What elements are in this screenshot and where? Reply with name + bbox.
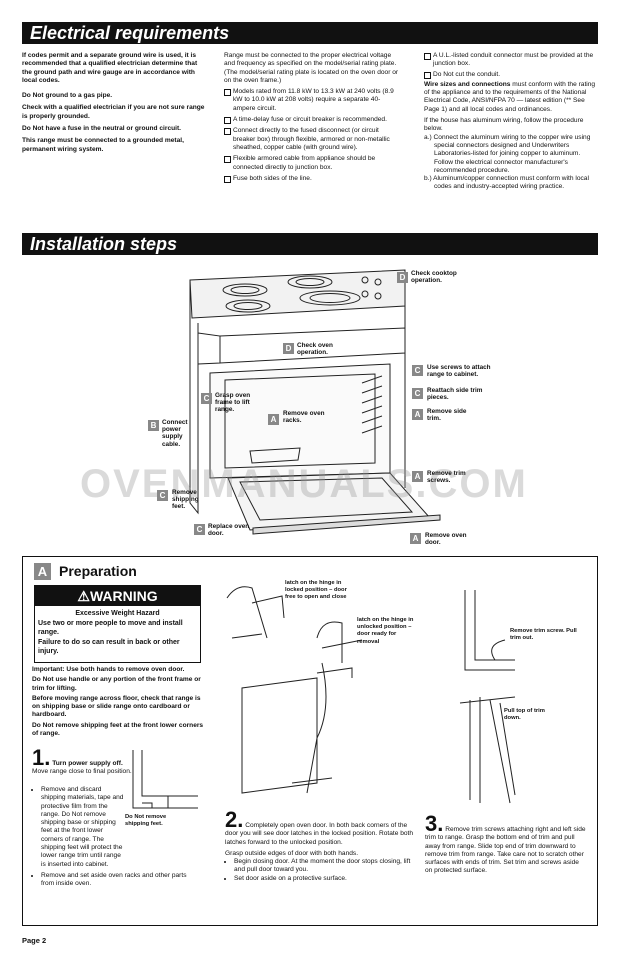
step-1-lead: Turn power supply off. xyxy=(52,760,123,767)
wire-size-text: must conform with the rating of the appl… xyxy=(424,80,596,113)
badge-d: D xyxy=(397,272,408,283)
aluminum-step-a: a.) Connect the aluminum wiring to the c… xyxy=(424,133,591,174)
range-diagram xyxy=(189,269,441,535)
label-check-cooktop: Check cooktop operation. xyxy=(411,270,457,285)
pull-top-label: Pull top of trim down. xyxy=(504,708,545,722)
wire-size-lead: Wire sizes and connections xyxy=(424,80,511,88)
check-item: Do Not cut the conduit. xyxy=(424,71,600,79)
trim-removal-illustrations xyxy=(459,590,516,804)
check-item: Connect directly to the fused disconnect… xyxy=(224,127,402,152)
electrical-title: Electrical requirements xyxy=(30,23,230,43)
badge-c: C xyxy=(412,388,423,399)
badge-a: A xyxy=(410,533,421,544)
warning-triangle-icon: ⚠ xyxy=(77,588,90,604)
badge-c: C xyxy=(201,393,212,404)
step-1: 1. Turn power supply off. Move range clo… xyxy=(32,745,132,777)
label-connect-power: Connect power supply cable. xyxy=(162,419,188,448)
badge-a: A xyxy=(268,414,279,425)
voltage-paragraph: Range must be connected to the proper el… xyxy=(224,52,399,84)
gas-pipe-warning: Do Not ground to a gas pipe. xyxy=(22,92,113,100)
badge-a: A xyxy=(412,471,423,482)
hazard-line-1: Use two or more people to move and insta… xyxy=(38,620,183,636)
step-2-number: 2. xyxy=(225,807,244,832)
badge-c: C xyxy=(194,524,205,535)
step-1-text: Move range close to final position. xyxy=(32,768,132,776)
wiring-paragraph: This range must be connected to a ground… xyxy=(22,137,184,153)
label-replace-oven-door: Replace oven door. xyxy=(208,523,250,538)
step-1-bullets-2: Remove and set aside oven racks and othe… xyxy=(32,872,192,889)
label-check-oven: Check oven operation. xyxy=(297,342,333,357)
callout-shipping-feet: Do Not remove shipping feet. xyxy=(125,814,167,828)
check-item: A U.L.-listed conduit connector must be … xyxy=(424,52,600,69)
important-note: Do Not remove shipping feet at the front… xyxy=(32,721,204,738)
label-remove-side-trim: Remove side trim. xyxy=(427,408,467,423)
label-remove-shipping-feet: Remove shipping feet. xyxy=(172,489,199,511)
check-item: Flexible armored cable from appliance sh… xyxy=(224,155,402,172)
door-latch-illustrations xyxy=(226,586,363,794)
step-2-bullet: Begin closing door. At the moment the do… xyxy=(234,858,415,875)
step-2-text-2: Grasp outside edges of door with both ha… xyxy=(225,849,359,857)
hazard-line-2: Failure to do so can result in back or o… xyxy=(38,639,180,656)
shipping-feet-illustration xyxy=(132,750,198,809)
electrical-col2: Range must be connected to the proper el… xyxy=(224,52,402,184)
label-remove-oven-door: Remove oven door. xyxy=(425,532,467,547)
latch-unlocked-label: latch on the hinge in unlocked position … xyxy=(357,617,414,645)
preparation-title: Preparation xyxy=(59,563,137,579)
ground-paragraph: If codes permit and a separate ground wi… xyxy=(22,52,198,84)
label-reattach-trim: Reattach side trim pieces. xyxy=(427,387,483,402)
electrical-col1: If codes permit and a separate ground wi… xyxy=(22,52,208,154)
step-3: 3. Remove trim screws attaching right an… xyxy=(425,811,587,876)
page-number: Page 2 xyxy=(22,936,47,945)
electrical-col3: A U.L.-listed conduit connector must be … xyxy=(424,52,600,192)
trim-screw-label: Remove trim screw. Pull trim out. xyxy=(510,628,577,642)
step-3-number: 3. xyxy=(425,811,444,836)
hazard-title: Excessive Weight Hazard xyxy=(75,610,160,617)
step-2: 2. Completely open oven door. In both ba… xyxy=(225,807,415,883)
electrical-header: Electrical requirements xyxy=(22,22,598,44)
col2-checklist: Models rated from 11.8 kW to 13.3 kW at … xyxy=(224,88,402,184)
badge-d: D xyxy=(283,343,294,354)
latch-locked-label: latch on the hinge in locked position – … xyxy=(285,580,347,601)
check-item: A time-delay fuse or circuit breaker is … xyxy=(224,116,402,125)
label-use-screws: Use screws to attach range to cabinet. xyxy=(427,364,491,379)
badge-a: A xyxy=(412,409,423,420)
watermark: OVENMANUALS.COM xyxy=(80,462,528,506)
important-note: Important: Use both hands to remove oven… xyxy=(32,666,185,673)
step-3-text: Remove trim screws attaching right and l… xyxy=(425,826,586,875)
electrician-paragraph: Check with a qualified electrician if yo… xyxy=(22,104,205,120)
step-1-bullet: Remove and discard shipping materials, t… xyxy=(41,786,126,869)
label-remove-oven-racks: Remove oven racks. xyxy=(283,410,325,425)
check-item: Fuse both sides of the line. xyxy=(224,175,402,184)
installation-header: Installation steps xyxy=(22,233,598,255)
badge-a-large: A xyxy=(34,563,51,580)
preparation-section xyxy=(22,556,598,926)
badge-b: B xyxy=(148,420,159,431)
warning-title: WARNING xyxy=(89,588,158,604)
installation-title: Installation steps xyxy=(30,234,178,254)
step-2-text: Completely open oven door. In both back … xyxy=(225,822,414,846)
important-note: Do Not use handle or any portion of the … xyxy=(32,676,201,692)
label-remove-trim-screws: Remove trim screws. xyxy=(427,470,466,485)
label-grasp-oven-frame: Grasp oven frame to lift range. xyxy=(215,392,251,414)
step-1-bullet: Remove and set aside oven racks and othe… xyxy=(41,872,192,889)
badge-c: C xyxy=(412,365,423,376)
step-1-number: 1. xyxy=(32,745,51,770)
wire-size-paragraph: Wire sizes and connections must conform … xyxy=(424,81,600,114)
important-notes: Important: Use both hands to remove oven… xyxy=(32,666,210,738)
fuse-warning: Do Not have a fuse in the neutral or gro… xyxy=(22,125,182,133)
warning-box: ⚠WARNING Excessive Weight Hazard Use two… xyxy=(34,585,201,663)
check-item: Models rated from 11.8 kW to 13.3 kW at … xyxy=(224,88,402,113)
step-2-bullet: Set door aside on a protective surface. xyxy=(234,875,415,883)
badge-c: C xyxy=(157,490,168,501)
important-note: Before moving range across floor, check … xyxy=(32,694,201,719)
aluminum-step-b: b.) Aluminum/copper connection must conf… xyxy=(424,175,589,191)
warning-header: ⚠WARNING xyxy=(35,586,200,606)
aluminum-intro: If the house has aluminum wiring, follow… xyxy=(424,117,584,133)
step-1-bullets: Remove and discard shipping materials, t… xyxy=(32,786,192,869)
